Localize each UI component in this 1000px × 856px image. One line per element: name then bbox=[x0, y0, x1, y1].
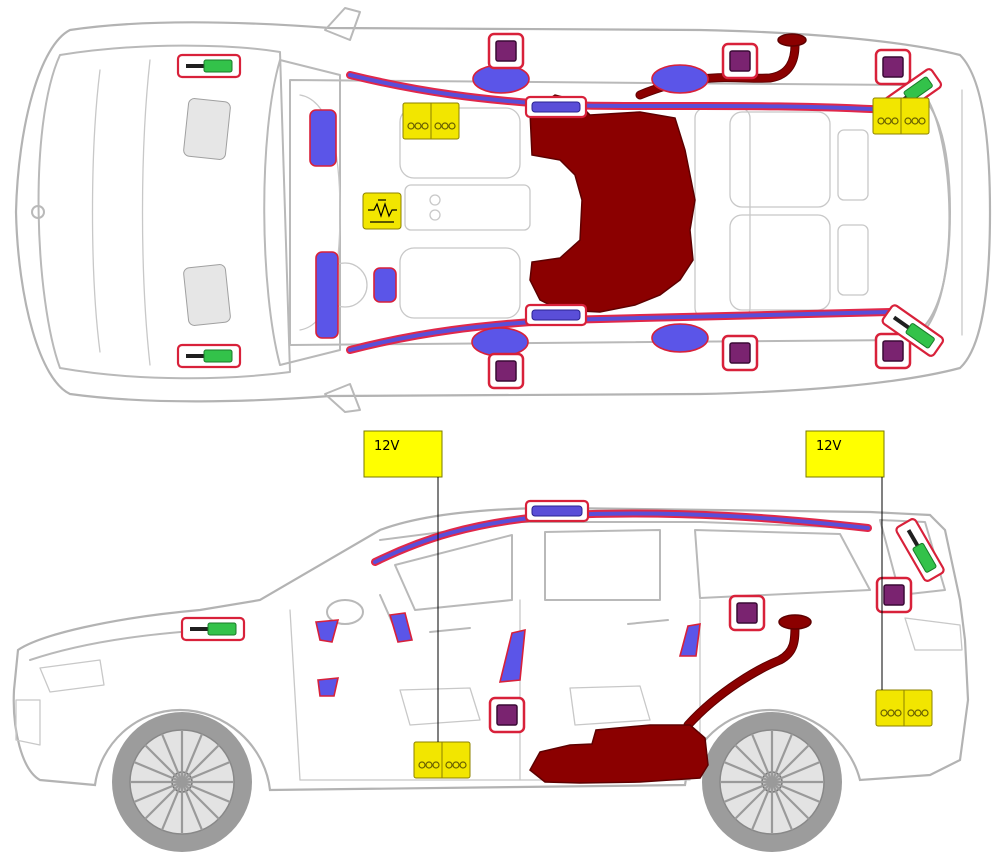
sensor-icon bbox=[487, 32, 525, 70]
sensor-icon bbox=[728, 594, 766, 632]
top-view-body bbox=[14, 21, 992, 403]
front-seat-airbag-side bbox=[498, 628, 526, 683]
hood-vent-upper bbox=[183, 98, 231, 160]
fuel-filler-cap-side bbox=[778, 614, 812, 630]
headlight bbox=[39, 659, 105, 693]
side-airbag-front-right bbox=[471, 327, 529, 357]
front-seat-left bbox=[399, 107, 521, 179]
sensor-icon bbox=[875, 576, 913, 614]
battery-icon bbox=[413, 741, 471, 779]
front-seat-right bbox=[399, 247, 521, 319]
sensor-icon bbox=[721, 42, 759, 80]
front-wheel bbox=[112, 712, 252, 852]
taillight bbox=[904, 617, 963, 651]
gas-strut-icon bbox=[895, 518, 945, 582]
pretensioner-icon bbox=[362, 192, 402, 230]
rear-seat-airbag-side bbox=[678, 623, 701, 657]
battery-label-rear-text: 12V bbox=[816, 439, 842, 454]
top-view bbox=[14, 7, 992, 413]
sensor-icon bbox=[874, 332, 912, 370]
driver-airbag bbox=[309, 109, 337, 167]
gas-strut-icon bbox=[180, 616, 246, 642]
top-view-windshield bbox=[263, 59, 341, 366]
passenger-airbag bbox=[373, 267, 397, 303]
battery-label-front: 12V bbox=[363, 430, 443, 742]
center-console bbox=[404, 184, 531, 231]
side-airbag-rear-left bbox=[651, 64, 709, 94]
side-rear-seat bbox=[569, 685, 651, 726]
sensor-icon bbox=[487, 352, 525, 390]
side-airbag-rear-right bbox=[651, 323, 709, 353]
fuel-filler-cap-top bbox=[777, 33, 807, 47]
top-view-mirror-left bbox=[324, 7, 361, 41]
rear-wheel bbox=[702, 712, 842, 852]
hood-vent-lower bbox=[183, 264, 231, 326]
front-grille bbox=[15, 699, 41, 746]
gas-generator-icon bbox=[524, 95, 588, 119]
side-view-body bbox=[12, 506, 970, 792]
sensor-icon bbox=[721, 334, 759, 372]
gas-generator-icon bbox=[524, 499, 590, 523]
side-window-rear bbox=[694, 529, 871, 599]
side-window-front bbox=[394, 534, 513, 611]
side-view: 12V 12V bbox=[12, 430, 970, 852]
top-view-hood bbox=[37, 44, 291, 380]
battery-label-front-text: 12V bbox=[374, 439, 400, 454]
third-row-seat-right bbox=[729, 214, 831, 311]
top-view-rear bbox=[924, 94, 951, 331]
lower-airbag-side bbox=[317, 677, 340, 697]
third-row-seat-left bbox=[729, 111, 831, 208]
side-front-seat bbox=[399, 687, 481, 726]
gas-strut-icon bbox=[881, 304, 945, 357]
gas-generator-icon bbox=[524, 303, 588, 327]
battery-icon bbox=[872, 97, 930, 135]
battery-icon bbox=[402, 102, 460, 140]
gas-strut-icon bbox=[176, 53, 242, 79]
front-emblem-icon bbox=[31, 205, 45, 219]
driver-knee-airbag-side bbox=[315, 619, 340, 643]
side-window-middle bbox=[544, 529, 661, 601]
battery-icon bbox=[875, 689, 933, 727]
battery-label-rear: 12V bbox=[805, 430, 885, 690]
gas-strut-icon bbox=[176, 343, 242, 369]
sensor-icon bbox=[874, 48, 912, 86]
top-view-mirror-right bbox=[324, 383, 361, 413]
knee-airbag bbox=[315, 251, 339, 339]
steering-airbag-side bbox=[388, 612, 413, 643]
fuel-filler-pipe-side bbox=[684, 621, 799, 729]
fuel-tank-top bbox=[529, 94, 696, 313]
fuel-tank-side bbox=[529, 724, 709, 784]
sensor-icon bbox=[488, 696, 526, 734]
